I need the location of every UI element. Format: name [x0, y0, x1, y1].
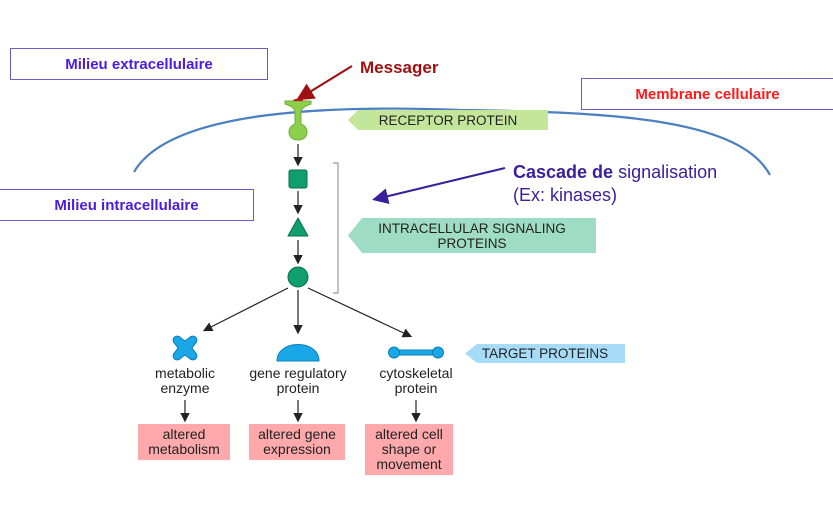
- metabolic-enzyme-icon: [172, 335, 198, 361]
- target-proteins-tag-text: TARGET PROTEINS: [481, 346, 609, 361]
- target-label-gene: gene regulatory protein: [236, 366, 360, 396]
- messager-arrow: [296, 65, 353, 101]
- cascade-arrow: [372, 167, 506, 204]
- messager-label: Messager: [360, 58, 439, 77]
- cascade-example: (Ex: kinases): [513, 185, 618, 205]
- cascade-label: Cascade de signalisation (Ex: kinases): [513, 161, 717, 207]
- target-label-line: gene regulatory: [249, 365, 347, 381]
- target-label-cytoskeletal: cytoskeletal protein: [366, 366, 466, 396]
- signaling-protein-square-icon: [288, 169, 308, 189]
- intracellular-tag-line1: INTRACELLULAR SIGNALING: [378, 220, 566, 236]
- intracellular-tag-line2: PROTEINS: [437, 235, 507, 251]
- result-line: expression: [263, 441, 331, 457]
- intracellular-label: Milieu intracellulaire: [0, 189, 254, 221]
- target-label-metabolic: metabolic enzyme: [140, 366, 230, 396]
- result-line: altered gene: [258, 426, 336, 442]
- target-label-line: enzyme: [160, 380, 210, 396]
- result-altered-gene-expression: altered gene expression: [249, 424, 345, 460]
- extracellular-label: Milieu extracellulaire: [10, 48, 268, 80]
- intracellular-signaling-tag: INTRACELLULAR SIGNALING PROTEINS: [348, 218, 596, 253]
- result-line: altered cell: [375, 426, 443, 442]
- result-line: altered: [162, 426, 206, 442]
- cascade-label-bold: Cascade de: [513, 162, 614, 182]
- receptor-protein-tag: RECEPTOR PROTEIN: [348, 110, 548, 130]
- target-label-line: protein: [276, 380, 320, 396]
- signaling-protein-circle-icon: [287, 266, 309, 288]
- result-line: movement: [376, 456, 442, 472]
- cascade-label-rest: signalisation: [613, 162, 718, 182]
- cascade-bracket: [333, 162, 339, 294]
- cytoskeletal-protein-icon: [388, 346, 444, 359]
- receptor-protein-icon: [284, 98, 312, 141]
- cell-membrane: [133, 107, 771, 176]
- target-proteins-tag: TARGET PROTEINS: [465, 344, 625, 363]
- signaling-protein-triangle-icon: [287, 217, 309, 237]
- target-label-line: cytoskeletal: [379, 365, 453, 381]
- result-altered-metabolism: altered metabolism: [138, 424, 230, 460]
- gene-regulatory-protein-icon: [276, 344, 320, 362]
- membrane-label: Membrane cellulaire: [581, 78, 833, 110]
- target-label-line: metabolic: [155, 365, 215, 381]
- receptor-protein-tag-text: RECEPTOR PROTEIN: [378, 112, 518, 128]
- result-line: metabolism: [148, 441, 220, 457]
- result-altered-cell-shape: altered cell shape or movement: [365, 424, 453, 475]
- target-label-line: protein: [394, 380, 438, 396]
- result-line: shape or: [381, 441, 437, 457]
